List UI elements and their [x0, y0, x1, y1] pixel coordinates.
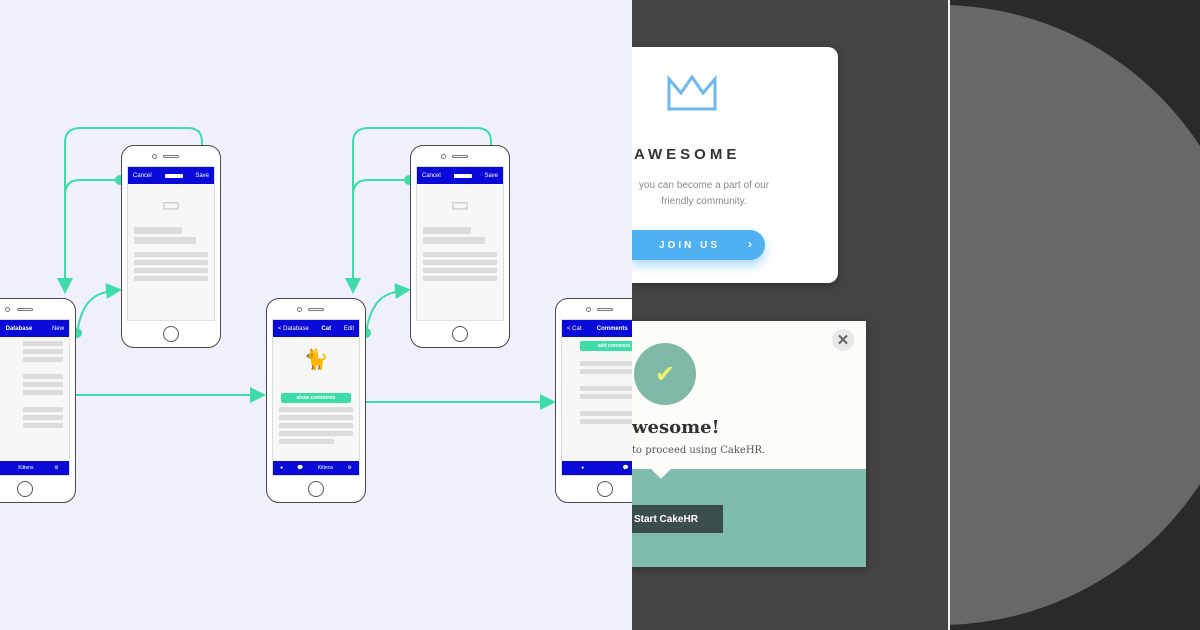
cakehr-subtitle: to proceed using CakeHR. — [632, 445, 766, 456]
database-screen: Database New 💬 Kittens ⚙ — [0, 319, 70, 476]
edit-screen: Cancel Save ▭ — [127, 166, 215, 321]
database-title: Database — [5, 325, 33, 332]
cakehr-card: ✕ ✔ wesome! to proceed using CakeHR. Sta… — [632, 321, 866, 567]
join-us-button[interactable]: JOIN US › — [632, 230, 765, 260]
add-comment-button[interactable]: add comment — [580, 341, 632, 351]
home-button — [163, 326, 179, 342]
cancel-button[interactable]: Cancel — [422, 172, 441, 179]
phone-cat-detail: < Database Cat Edit 🐈 show comments ● 💬 … — [266, 298, 366, 503]
cat-screen: < Database Cat Edit 🐈 show comments ● 💬 … — [272, 319, 360, 476]
pin-icon[interactable]: ● — [581, 465, 585, 471]
chat-icon[interactable]: 💬 — [297, 465, 304, 471]
chat-icon[interactable]: 💬 — [622, 465, 629, 471]
home-button — [17, 481, 33, 497]
crown-icon — [667, 74, 717, 111]
phone-edit-2: Cancel Save ▭ — [410, 145, 510, 348]
cakehr-title: wesome! — [632, 417, 720, 438]
edit-screen: Cancel Save ▭ — [416, 166, 504, 321]
show-comments-button[interactable]: show comments — [281, 393, 351, 403]
edit-navbar: Cancel Save — [417, 167, 503, 184]
pin-icon[interactable]: ● — [280, 465, 284, 471]
tab-bar: 💬 Kittens ⚙ — [0, 461, 69, 475]
join-us-label: JOIN US — [659, 239, 721, 251]
panel-divider — [948, 0, 950, 630]
tab-bar: ● 💬 — [562, 461, 632, 475]
image-placeholder-icon[interactable]: ▭ — [161, 193, 181, 216]
awesome-card: AWESOME you can become a part of our fri… — [632, 47, 838, 283]
cakehr-footer: Start CakeHR — [632, 459, 866, 567]
list-item[interactable] — [0, 407, 69, 428]
circle-panel — [950, 0, 1200, 630]
new-button[interactable]: New — [51, 325, 64, 332]
list-item[interactable] — [0, 374, 69, 395]
edit-navbar: Cancel Save — [128, 167, 214, 184]
pointer-notch — [651, 459, 671, 479]
gear-icon[interactable]: ⚙ — [347, 465, 352, 471]
start-cakehr-button[interactable]: Start CakeHR — [632, 505, 723, 533]
awesome-title: AWESOME — [634, 146, 741, 163]
gear-icon[interactable]: ⚙ — [54, 465, 59, 471]
home-button — [452, 326, 468, 342]
back-to-cat-link[interactable]: < Cat — [567, 325, 582, 332]
tab-bar: ● 💬 Kittens ⚙ — [273, 461, 359, 475]
popup-examples-panel: AWESOME you can become a part of our fri… — [632, 0, 948, 630]
chevron-right-icon: › — [748, 237, 752, 251]
phone-database-list: Database New 💬 Kittens ⚙ — [0, 298, 76, 503]
edit-button[interactable]: Edit — [343, 325, 354, 332]
large-circle-shape — [950, 5, 1200, 625]
save-button[interactable]: Save — [195, 172, 209, 179]
cat-title: Cat — [321, 325, 332, 332]
checkmark-icon: ✔ — [634, 343, 696, 405]
comments-screen: < Cat Comments add comment ● 💬 — [561, 319, 632, 476]
cat-icon: 🐈 — [303, 348, 329, 371]
comments-title: Comments — [596, 325, 628, 332]
back-to-database-link[interactable]: < Database — [278, 325, 309, 332]
awesome-body-text: you can become a part of our friendly co… — [638, 180, 770, 207]
image-placeholder-icon[interactable]: ▭ — [450, 193, 470, 216]
save-button[interactable]: Save — [484, 172, 498, 179]
cancel-button[interactable]: Cancel — [133, 172, 152, 179]
home-button — [308, 481, 324, 497]
home-button — [597, 481, 613, 497]
phone-comments: < Cat Comments add comment ● 💬 — [555, 298, 632, 503]
phone-edit-1: Cancel Save ▭ — [121, 145, 221, 348]
wireframe-flow-panel: Database New 💬 Kittens ⚙ Cancel — [0, 0, 632, 630]
tab-kittens[interactable]: Kittens — [18, 465, 34, 471]
database-navbar: Database New — [0, 320, 69, 337]
close-icon[interactable]: ✕ — [832, 329, 854, 351]
tab-kittens[interactable]: Kittens — [317, 465, 334, 471]
cat-navbar: < Database Cat Edit — [273, 320, 359, 337]
list-item[interactable] — [0, 341, 69, 362]
comments-navbar: < Cat Comments — [562, 320, 632, 337]
